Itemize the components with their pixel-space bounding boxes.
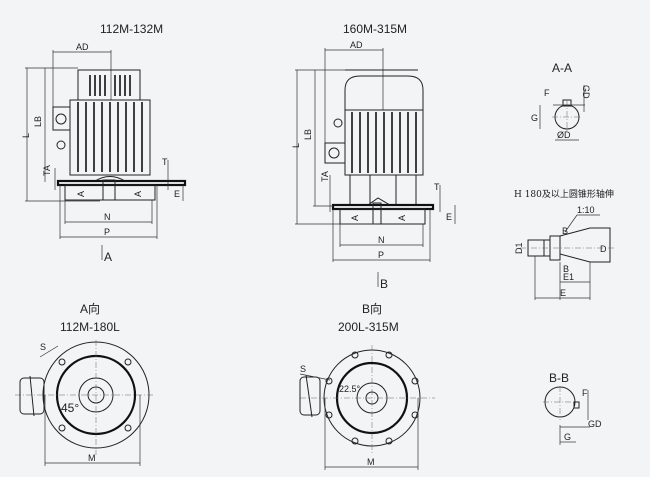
section-mark-bottom: B bbox=[563, 264, 569, 274]
dim-n: N bbox=[104, 212, 111, 222]
flange bbox=[56, 179, 187, 187]
fan-cover bbox=[344, 75, 424, 111]
section-mark-left: A bbox=[350, 215, 360, 221]
dim-ta: TA bbox=[42, 165, 52, 176]
dim-angle: 22.5° bbox=[339, 384, 361, 394]
motor-body bbox=[69, 99, 151, 176]
dim-n: N bbox=[378, 235, 385, 245]
view-b-flange: B向 200L-315M S 22.5° M bbox=[299, 301, 435, 470]
dim-p: P bbox=[378, 250, 384, 260]
dim-ad: AD bbox=[76, 42, 89, 52]
terminal-box bbox=[19, 377, 45, 415]
front-view-small: 112M-132M AD A A L LB TA T E N P A bbox=[21, 22, 187, 264]
dim-f: F bbox=[582, 388, 588, 398]
dim-t: T bbox=[162, 157, 168, 167]
section-mark-top: B bbox=[562, 226, 568, 236]
dim-ad: AD bbox=[350, 40, 363, 50]
dim-s: S bbox=[40, 342, 46, 352]
dim-e1: E1 bbox=[563, 272, 574, 282]
view-title: A向 bbox=[80, 301, 100, 316]
front-view-large: 160M-315M AD A A L LB TA T E N P B bbox=[291, 22, 456, 291]
dim-l: L bbox=[21, 133, 31, 138]
view-title: B向 bbox=[362, 301, 382, 316]
section-title: A-A bbox=[552, 61, 572, 75]
view-arrow-a: A bbox=[104, 250, 112, 264]
dim-m: M bbox=[88, 453, 96, 463]
section-mark-left: A bbox=[76, 191, 86, 197]
dim-d1: D1 bbox=[514, 242, 524, 254]
dim-l: L bbox=[291, 143, 301, 148]
section-mark-right: A bbox=[133, 191, 143, 197]
view-a-flange: A向 112M-180L S 45° M bbox=[15, 301, 155, 466]
view-title: 160M-315M bbox=[343, 22, 407, 36]
dim-e: E bbox=[174, 189, 180, 199]
section-title: B-B bbox=[549, 371, 569, 385]
view-arrow-b: B bbox=[380, 277, 388, 291]
view-title: 112M-132M bbox=[100, 22, 163, 36]
dim-g: G bbox=[564, 432, 571, 442]
dim-m: M bbox=[367, 457, 375, 467]
terminal-box bbox=[299, 376, 321, 416]
section-mark-right: A bbox=[397, 215, 407, 221]
dim-lb: LB bbox=[33, 116, 43, 127]
section-a-a: A-A F GD G ØD bbox=[531, 61, 591, 141]
dim-f: F bbox=[544, 88, 550, 98]
dim-e: E bbox=[560, 288, 566, 298]
dim-taper: 1:10 bbox=[577, 205, 595, 215]
dim-gd: GD bbox=[581, 85, 591, 99]
taper-shaft-detail: H 180及以上圆锥形轴伸 1:10 B B D1 D E1 E bbox=[514, 188, 615, 300]
terminal-box bbox=[324, 142, 346, 164]
dim-s: S bbox=[300, 364, 306, 374]
flange bbox=[331, 203, 435, 211]
dim-g: G bbox=[531, 113, 538, 123]
dim-e: E bbox=[446, 212, 452, 222]
frame-range: 112M-180L bbox=[60, 320, 120, 334]
dim-lb: LB bbox=[303, 129, 313, 140]
terminal-box bbox=[52, 106, 71, 131]
detail-title: H 180及以上圆锥形轴伸 bbox=[514, 188, 614, 200]
dim-p: P bbox=[104, 227, 110, 237]
section-b-b: B-B F GD G bbox=[543, 371, 602, 445]
frame-range: 200L-315M bbox=[338, 320, 399, 334]
dim-ta: TA bbox=[320, 171, 330, 182]
dim-gd: GD bbox=[588, 419, 602, 429]
dim-t: T bbox=[434, 182, 440, 192]
dim-d: D bbox=[600, 244, 607, 254]
dim-angle: 45° bbox=[61, 401, 79, 415]
dim-d: ØD bbox=[557, 130, 571, 140]
